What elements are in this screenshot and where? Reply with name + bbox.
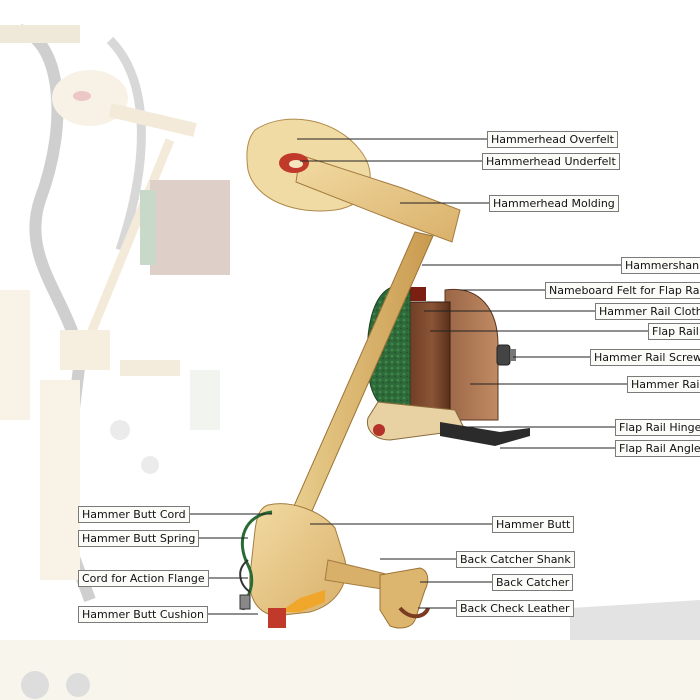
label-hammer-butt-cord: Hammer Butt Cord [78, 506, 190, 523]
label-hammer-butt-cushion: Hammer Butt Cushion [78, 606, 208, 623]
label-back-check-leather: Back Check Leather [456, 600, 574, 617]
label-hammer-rail-screw: Hammer Rail Screw [590, 349, 700, 366]
label-flap-rail: Flap Rail [648, 323, 700, 340]
label-back-catcher-shank: Back Catcher Shank [456, 551, 575, 568]
hammerhead [246, 118, 461, 243]
label-hammer-butt: Hammer Butt [492, 516, 575, 533]
label-hammerhead-molding: Hammerhead Molding [489, 195, 619, 212]
label-nameboard-felt: Nameboard Felt for Flap Rail [545, 282, 700, 299]
label-hammer-butt-spring: Hammer Butt Spring [78, 530, 200, 547]
label-hammerhead-underfelt: Hammerhead Underfelt [482, 153, 620, 170]
label-hammerhead-overfelt: Hammerhead Overfelt [487, 131, 618, 148]
label-hammershank: Hammershank [621, 257, 700, 274]
label-hammer-rail: Hammer Rail [627, 376, 700, 393]
hammer-butt [239, 503, 430, 629]
leader-lines [182, 138, 648, 615]
label-cord-for-action-flange: Cord for Action Flange [78, 570, 209, 587]
label-flap-rail-hinge: Flap Rail Hinge [615, 419, 700, 436]
label-flap-rail-angle: Flap Rail Angle [615, 440, 700, 457]
background-mechanism [0, 24, 700, 700]
label-hammer-rail-cloth: Hammer Rail Cloth [595, 303, 700, 320]
label-back-catcher: Back Catcher [492, 574, 574, 591]
